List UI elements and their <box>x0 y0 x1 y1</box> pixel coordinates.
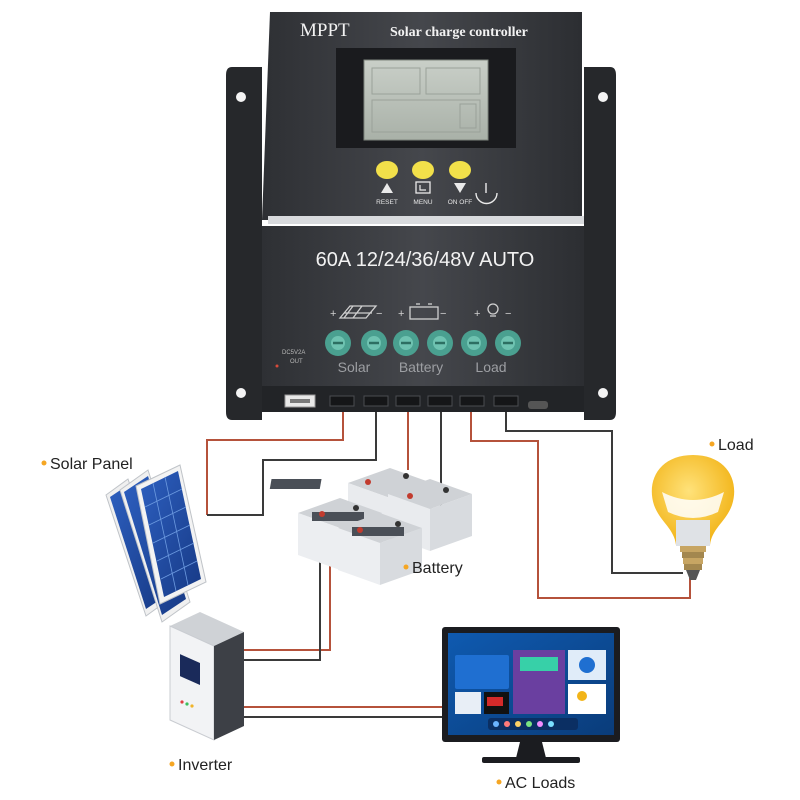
inverter-display <box>180 654 200 686</box>
battery-unit <box>338 513 422 585</box>
mount-hole-icon <box>598 388 608 398</box>
divider-strip <box>268 216 584 224</box>
reset-label: RESET <box>376 199 398 206</box>
terminals <box>325 330 521 356</box>
battery-bank <box>269 468 472 585</box>
charge-controller: MPPT Solar charge controller RESET MENU … <box>226 12 616 420</box>
bullet-icon <box>403 564 409 570</box>
on-off-label: ON OFF <box>448 199 473 206</box>
solar-panel-array <box>105 464 207 623</box>
lcd-segments <box>371 67 481 133</box>
usb-spec-label: DC5V2A <box>282 350 305 356</box>
on-off-button[interactable] <box>449 161 471 179</box>
solar-plus-sign: + <box>330 308 336 320</box>
load-plus-sign: + <box>474 308 480 320</box>
mounting-bracket-right <box>584 67 616 420</box>
terminal-battery-positive[interactable] <box>393 330 419 356</box>
wire-solar-negative <box>207 400 377 516</box>
menu-icon <box>415 181 431 194</box>
menu-button[interactable] <box>412 161 434 179</box>
battery-icon <box>409 306 439 320</box>
mounting-bracket-left <box>226 67 262 420</box>
bullet-icon <box>496 779 502 785</box>
mount-hole-icon <box>236 388 246 398</box>
battery-terminal-label: Battery <box>399 359 443 375</box>
load-label: Load <box>718 437 754 454</box>
inverter-label: Inverter <box>178 757 233 774</box>
callout-labels: Solar Panel Load Battery Inverter AC Loa… <box>41 437 754 792</box>
solar-panel <box>135 464 207 605</box>
bulb-neck <box>676 520 710 546</box>
bullet-icon <box>41 460 47 466</box>
solar-panel-icon <box>338 305 378 319</box>
wire-load-negative <box>505 400 683 574</box>
controller-buttons: RESET MENU ON OFF <box>376 161 498 206</box>
wire-solar-positive <box>206 400 344 515</box>
wire-inverter-dc-negative <box>236 560 321 661</box>
mount-hole-icon <box>598 92 608 102</box>
temperature-sensor-port[interactable] <box>528 401 548 409</box>
wire-inverter-dc-positive <box>236 560 331 651</box>
usb-out-label: OUT <box>290 359 303 365</box>
led-diffuser <box>662 492 724 518</box>
monitor-stand <box>482 757 580 763</box>
power-icon <box>475 192 498 205</box>
rating-label: 60A 12/24/36/48V AUTO <box>316 249 535 271</box>
light-bulb <box>651 455 735 580</box>
reset-button[interactable] <box>376 161 398 179</box>
down-arrow-icon <box>454 183 466 193</box>
load-minus-sign: − <box>505 308 511 320</box>
usb-led-icon <box>275 364 279 368</box>
ac-loads-label: AC Loads <box>505 775 575 792</box>
solar-minus-sign: − <box>376 308 382 320</box>
terminal-solar-positive[interactable] <box>325 330 351 356</box>
screen-tiles <box>455 650 606 714</box>
product-label: Solar charge controller <box>390 25 528 40</box>
terminal-battery-negative[interactable] <box>427 330 453 356</box>
wires <box>206 400 691 718</box>
battery-plus-sign: + <box>398 308 404 320</box>
ac-loads-monitor <box>442 627 620 763</box>
monitor-neck <box>516 742 546 758</box>
terminal-load-positive[interactable] <box>461 330 487 356</box>
solar-terminal-label: Solar <box>338 359 371 375</box>
inverter <box>169 612 244 741</box>
terminal-solar-negative[interactable] <box>361 330 387 356</box>
bullet-icon <box>169 761 175 767</box>
menu-label: MENU <box>413 199 432 206</box>
bulb-base <box>680 546 706 580</box>
cable-glands <box>329 395 519 407</box>
taskbar-dock <box>488 718 578 730</box>
lamp-icon <box>487 303 499 315</box>
brand-label: MPPT <box>300 20 350 41</box>
battery-minus-sign: − <box>440 308 446 320</box>
mount-hole-icon <box>236 92 246 102</box>
wire-load-positive <box>470 400 691 599</box>
solar-panel-label: Solar Panel <box>50 456 133 473</box>
terminal-load-negative[interactable] <box>495 330 521 356</box>
battery-label: Battery <box>412 560 463 577</box>
up-arrow-icon <box>381 183 393 193</box>
bullet-icon <box>709 441 715 447</box>
battery-terminals <box>319 473 449 533</box>
terminal-symbols: + − + − + − <box>330 303 511 320</box>
load-terminal-label: Load <box>475 359 506 375</box>
